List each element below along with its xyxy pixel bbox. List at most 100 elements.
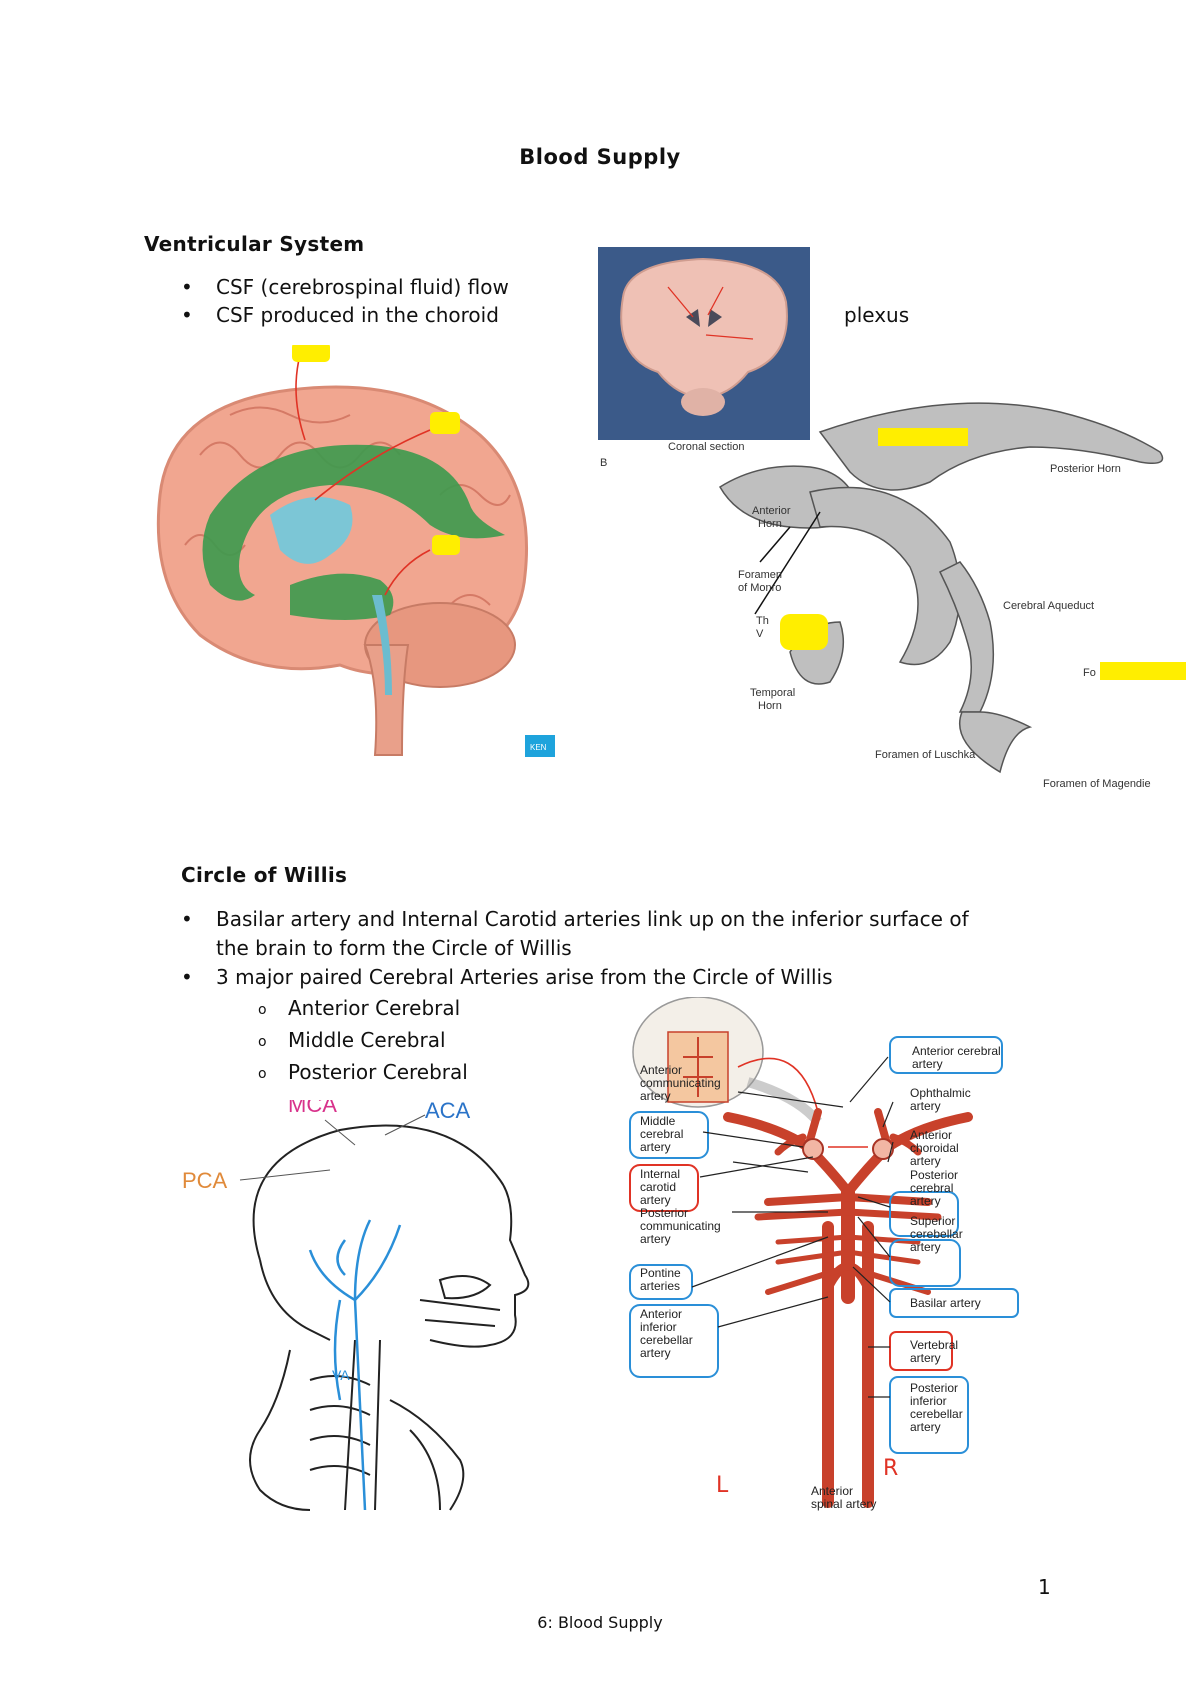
page-footer: 6: Blood Supply: [537, 1613, 663, 1632]
artery-sketch: [308, 1219, 402, 1511]
willis-right-label-7-line-1: inferior: [910, 1394, 947, 1408]
skull-outline: [249, 1124, 530, 1511]
willis-right-label-6-line-1: artery: [910, 1351, 941, 1365]
ventricle-right: [708, 309, 722, 327]
willis-right-label-5-line-0: Basilar artery: [910, 1296, 981, 1310]
right-carotid-cut: [872, 1138, 894, 1160]
willis-right-label-0-line-1: artery: [912, 1057, 943, 1071]
willis-right-label-1-line-0: Ophthalmic: [910, 1086, 971, 1100]
coronal-svg: [598, 247, 810, 440]
bullet-dot: •: [181, 965, 193, 989]
bullet-text: Basilar artery and Internal Carotid arte…: [216, 907, 969, 931]
bullet-text: CSF (cerebrospinal fluid) flow: [216, 275, 509, 299]
willis-right-label-2-line-1: choroidal: [910, 1141, 959, 1155]
willis-bullet-1: • Basilar artery and Internal Carotid ar…: [181, 905, 1096, 963]
bullet-text: CSF produced in the choroid: [216, 303, 499, 327]
willis-right-label-3-line-0: Posterior: [910, 1168, 958, 1182]
label-va: VA: [332, 1367, 350, 1383]
bullet-dot: •: [181, 907, 193, 931]
willis-right-label-4-line-0: Superior: [910, 1214, 955, 1228]
highlight-box: [780, 614, 828, 650]
blue-annotation-box: [629, 1304, 719, 1378]
willis-right-label-4-line-1: cerebellar: [910, 1227, 963, 1241]
willis-left-label-5-line-3: artery: [640, 1346, 671, 1360]
label-magendie: Foramen of Magendie: [1043, 778, 1151, 790]
kenhub-badge-text: KEN: [530, 743, 547, 752]
willis-right-label-2-line-0: Anterior: [910, 1128, 952, 1142]
blue-annotation-box: [889, 1239, 961, 1287]
sub-bullet-text: Posterior Cerebral: [288, 1060, 468, 1084]
willis-right-label-6-line-0: Vertebral: [910, 1338, 958, 1352]
willis-svg: L R AnteriorcommunicatingarteryMiddlecer…: [629, 997, 1019, 1511]
label-fourth: Fo: [1083, 667, 1096, 679]
left-carotid-cut: [802, 1138, 824, 1160]
ventricle-cast-figure: Anterior Horn Posterior Horn Foramen of …: [700, 392, 1200, 802]
willis-left-label-3-line-1: communicating: [640, 1219, 721, 1233]
willis-sub-bullet-1: o Anterior Cerebral: [258, 994, 460, 1023]
label-foramen-monro-2: of Monro: [738, 582, 781, 594]
coronal-arrows: [667, 286, 754, 340]
ventricular-bullet-2: • CSF produced in the choroid: [181, 301, 616, 330]
willis-left-label-5-line-1: inferior: [640, 1320, 677, 1334]
blue-annotation-box: [629, 1264, 693, 1300]
ventricle-pointers: [754, 511, 821, 615]
lateral-ventricle: [202, 444, 505, 601]
highlight-box: [1100, 662, 1186, 680]
willis-left-label-4-line-1: arteries: [640, 1279, 680, 1293]
inset-arteries: [683, 1037, 713, 1097]
bullet-dot: •: [181, 275, 193, 299]
label-foramen-monro-1: Foramen: [738, 569, 782, 581]
coronal-section-figure: [598, 247, 824, 440]
label-temporal-1: Temporal: [750, 687, 795, 699]
willis-sub-bullet-2: o Middle Cerebral: [258, 1026, 446, 1055]
willis-left-label-1-line-2: artery: [640, 1140, 671, 1154]
page-title: Blood Supply: [519, 145, 681, 169]
label-aca: ACA: [425, 1100, 471, 1123]
willis-bullet-2: • 3 major paired Cerebral Arteries arise…: [181, 963, 1096, 992]
kenhub-badge: [525, 735, 555, 757]
blue-annotation-box: [889, 1288, 1019, 1318]
leader-lines: [691, 1056, 894, 1398]
sub-bullet-text: Middle Cerebral: [288, 1028, 446, 1052]
label-mca: MCA: [288, 1100, 337, 1117]
sub-bullet-marker: o: [258, 1066, 267, 1082]
coronal-letter: B: [600, 457, 608, 469]
label-anterior-horn-2: Horn: [758, 518, 782, 530]
brainstem: [363, 644, 410, 756]
red-annotation-box: [889, 1331, 953, 1371]
willis-left-label-2-line-1: carotid: [640, 1180, 676, 1194]
annotation-arrows: [295, 354, 431, 596]
willis-right-label-7-line-3: artery: [910, 1420, 941, 1434]
ventricle-left: [686, 309, 700, 327]
ventricular-bullet-1: • CSF (cerebrospinal fluid) flow: [181, 273, 616, 302]
label-anterior-horn-1: Anterior: [752, 505, 791, 517]
plexus-word: plexus: [844, 303, 910, 327]
brain-section: [620, 257, 788, 399]
blue-annotation-box: [889, 1036, 1003, 1074]
willis-right-label-2-line-2: artery: [910, 1154, 941, 1168]
willis-right-label-4-line-2: artery: [910, 1240, 941, 1254]
brain-lateral-svg: KEN: [156, 345, 555, 757]
sub-bullet-marker: o: [258, 1002, 267, 1018]
ventricular-heading: Ventricular System: [144, 232, 365, 256]
label-aqueduct: Cerebral Aqueduct: [1003, 600, 1094, 612]
willis-left-label-3-line-2: artery: [640, 1232, 671, 1246]
willis-left-label-3-line-0: Posterior: [640, 1206, 688, 1220]
willis-left-label-0-line-2: artery: [640, 1089, 671, 1103]
right-label-group: Anterior cerebralarteryOphthalmicarteryA…: [910, 1044, 1001, 1434]
willis-left-label-0-line-0: Anterior: [640, 1063, 682, 1077]
willis-bottom-label-0-line-0: Anterior: [811, 1484, 853, 1498]
willis-right-label-7-line-2: cerebellar: [910, 1407, 963, 1421]
willis-left-label-1-line-0: Middle: [640, 1114, 676, 1128]
willis-sub-bullet-3: o Posterior Cerebral: [258, 1058, 468, 1087]
highlight-box: [878, 428, 968, 446]
ventricle-cast: [718, 402, 1164, 774]
willis-heading: Circle of Willis: [181, 863, 348, 887]
sub-bullet-marker: o: [258, 1034, 267, 1050]
willis-right-label-3-line-1: cerebral: [910, 1181, 953, 1195]
willis-left-label-1-line-1: cerebral: [640, 1127, 683, 1141]
label-temporal-2: Horn: [758, 700, 782, 712]
willis-right-label-1-line-1: artery: [910, 1099, 941, 1113]
red-annotation-box: [629, 1164, 699, 1212]
